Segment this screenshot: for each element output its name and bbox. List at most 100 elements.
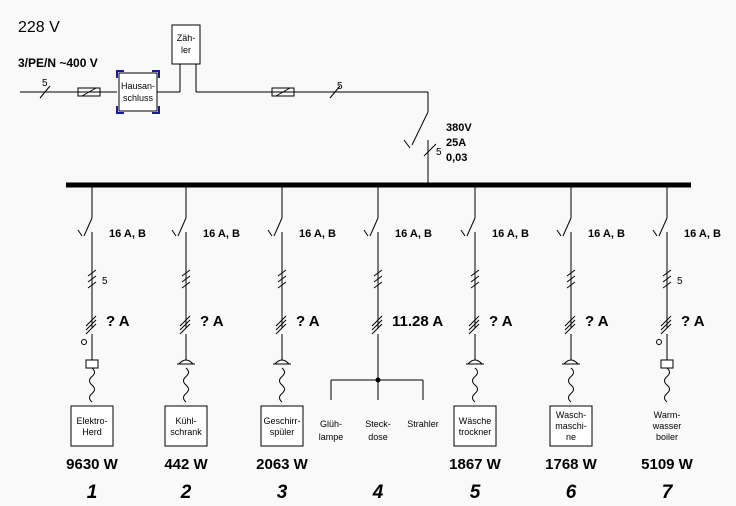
plug-symbol	[274, 359, 290, 365]
wire-tick	[181, 281, 191, 289]
protection-symbol	[468, 319, 480, 331]
current-label: 11.28 A	[392, 313, 443, 330]
breaker-blade	[466, 217, 476, 237]
device-label: spüler	[270, 427, 295, 437]
protection-symbol	[660, 319, 672, 331]
device-label: ne	[566, 432, 576, 442]
supply-voltage-label: 228 V	[18, 19, 60, 36]
protection-symbol	[179, 315, 191, 327]
device-label: Wasch-	[556, 410, 586, 420]
protection-symbol	[468, 323, 480, 335]
device-label: Herd	[82, 427, 102, 437]
device-box	[70, 405, 114, 447]
sub-device-label: lampe	[319, 432, 344, 442]
current-label: ? A	[585, 313, 609, 330]
breaker-handle	[267, 229, 273, 237]
wire-tick	[566, 275, 576, 283]
protection-symbol	[275, 315, 287, 327]
current-label: ? A	[200, 313, 224, 330]
sub-device-label: Steck-	[365, 419, 391, 429]
circuit-number: 2	[180, 482, 192, 503]
flexible-cable	[472, 367, 478, 403]
protection-symbol	[275, 319, 287, 331]
device-label: wasser	[652, 421, 682, 431]
main-breaker-voltage: 380V	[446, 122, 472, 134]
wire-tick	[566, 269, 576, 277]
device-box	[260, 405, 304, 447]
wire-tick	[277, 275, 287, 283]
device-label: Warm-	[654, 410, 681, 420]
wire-tick	[277, 281, 287, 289]
current-label: ? A	[106, 313, 130, 330]
protection-symbol	[371, 323, 383, 335]
wire-tick	[373, 281, 383, 289]
circuit-number: 6	[566, 482, 577, 503]
selection-handles	[116, 70, 160, 114]
device-label: boiler	[656, 432, 678, 442]
protection-symbol	[371, 315, 383, 327]
house-connection-label-line2: schluss	[123, 93, 154, 103]
wire-tick	[662, 269, 672, 277]
house-connection-box[interactable]	[118, 72, 158, 112]
power-label: 1867 W	[449, 456, 502, 473]
protection-symbol	[468, 315, 480, 327]
breaker-rating-label: 16 A, B	[492, 228, 529, 240]
circuit-number: 5	[470, 482, 481, 503]
circuit-number: 7	[662, 482, 674, 503]
main-breaker-rcd: 0,03	[446, 152, 467, 164]
breaker-rating-label: 16 A, B	[203, 228, 240, 240]
outlet-box-symbol	[85, 359, 99, 369]
wire-tick	[87, 281, 97, 289]
wire-tick	[470, 269, 480, 277]
incoming-feed	[20, 64, 437, 183]
device-box	[453, 405, 497, 447]
protection-symbol	[85, 323, 97, 335]
circuit-number: 1	[87, 482, 98, 503]
main-breaker-wire-count: 5	[436, 147, 442, 158]
wire-tick	[181, 275, 191, 283]
wire-tick	[566, 281, 576, 289]
plug-symbol	[563, 359, 579, 365]
breaker-handle	[460, 229, 466, 237]
breaker-rating-label: 16 A, B	[299, 228, 336, 240]
breaker-rating-label: 16 A, B	[109, 228, 146, 240]
device-box	[164, 405, 208, 447]
outlet-indicator	[81, 339, 87, 345]
breaker-handle	[363, 229, 369, 237]
breaker-handle	[77, 229, 83, 237]
device-label: Wäsche	[459, 416, 492, 426]
protection-symbol	[179, 319, 191, 331]
plug-symbol	[467, 359, 483, 365]
flexible-cable	[183, 367, 189, 403]
current-label: ? A	[681, 313, 705, 330]
outlet-indicator	[656, 339, 662, 345]
protection-symbol	[85, 315, 97, 327]
sub-device-label: dose	[368, 432, 388, 442]
device-label: schrank	[170, 427, 202, 437]
breaker-rating-label: 16 A, B	[395, 228, 432, 240]
meter-box	[171, 24, 201, 65]
supply-type-label: 3/PE/N ~400 V	[18, 56, 98, 70]
wire-tick	[87, 269, 97, 277]
power-label: 1768 W	[545, 456, 598, 473]
device-box	[549, 405, 593, 447]
power-label: 442 W	[164, 456, 208, 473]
breaker-blade	[273, 217, 283, 237]
breaker-rating-label: 16 A, B	[588, 228, 625, 240]
main-breaker-current: 25A	[446, 137, 466, 149]
wire-tick	[373, 275, 383, 283]
house-connection-label-line1: Hausan-	[121, 81, 155, 91]
wire-count-label: 5	[677, 276, 683, 287]
current-label: ? A	[489, 313, 513, 330]
protection-symbol	[660, 323, 672, 335]
feed-wire-count-left: 5	[42, 78, 48, 89]
wire-tick	[277, 269, 287, 277]
protection-symbol	[275, 323, 287, 335]
breaker-blade	[369, 217, 379, 237]
protection-symbol	[660, 315, 672, 327]
protection-symbol	[564, 315, 576, 327]
device-label: maschi-	[555, 421, 587, 431]
plug-symbol	[178, 359, 194, 365]
